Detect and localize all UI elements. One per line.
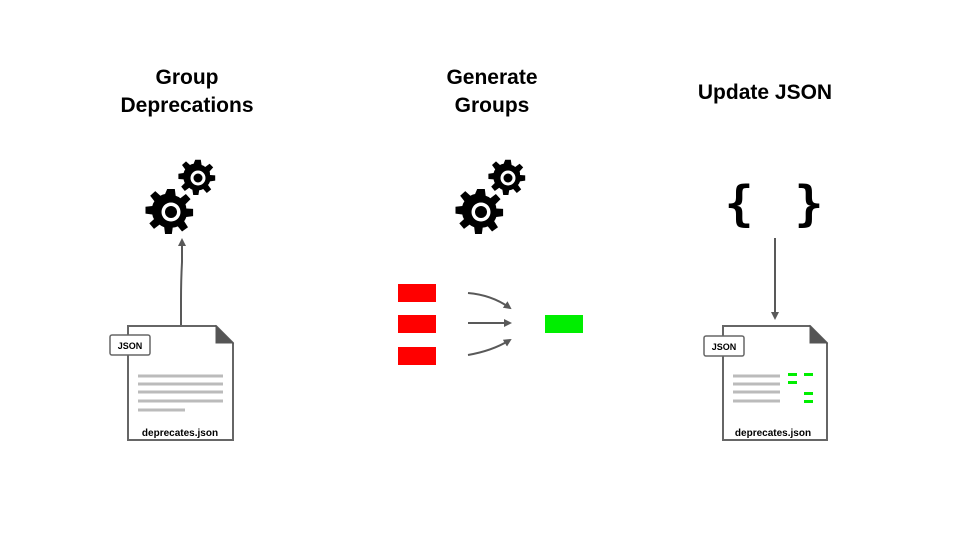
json-file-icon xyxy=(703,324,829,441)
filename-label: deprecates.json xyxy=(735,428,811,439)
curly-braces-icon: { } xyxy=(725,176,830,232)
json-tag-label: JSON xyxy=(118,341,143,351)
step-title-group-deprecations: Group Deprecations xyxy=(120,66,254,117)
arrow-icon xyxy=(467,292,512,310)
gear-icon xyxy=(455,159,526,234)
json-file-icon xyxy=(109,324,235,441)
green-marks xyxy=(788,373,813,403)
arrow-icon xyxy=(178,238,186,325)
json-tag-label: JSON xyxy=(712,342,737,352)
arrow-icon xyxy=(467,338,512,356)
filename-label: deprecates.json xyxy=(142,428,218,439)
step-title-update-json: Update JSON xyxy=(697,81,833,104)
red-block xyxy=(398,284,436,302)
step-title-generate-groups: Generate Groups xyxy=(446,66,538,117)
red-block xyxy=(398,315,436,333)
gear-icon xyxy=(145,159,216,234)
red-block xyxy=(398,347,436,365)
green-block xyxy=(545,315,583,333)
